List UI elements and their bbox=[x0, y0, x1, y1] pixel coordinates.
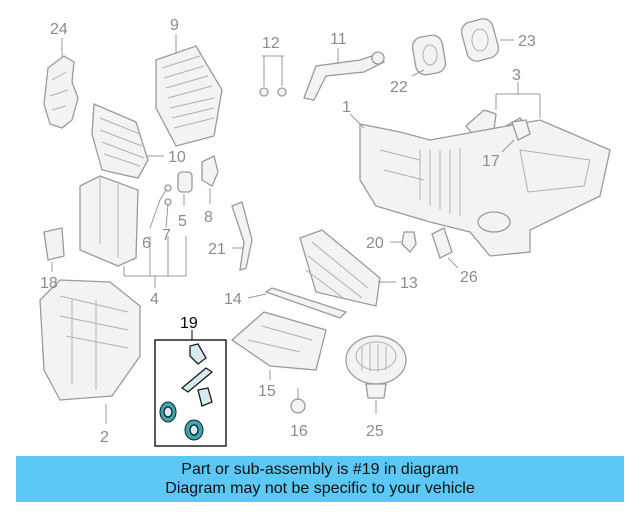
part-26-connector bbox=[431, 227, 459, 269]
part-25-blower-motor bbox=[345, 335, 407, 414]
callout-20: 20 bbox=[366, 235, 384, 252]
part-6-7-wires bbox=[149, 184, 172, 229]
callout-12: 12 bbox=[262, 35, 280, 52]
part-15-cover-panel bbox=[230, 311, 327, 380]
callout-8: 8 bbox=[204, 209, 213, 226]
part-10-heater-core bbox=[91, 103, 164, 179]
banner-line-1: Part or sub-assembly is #19 in diagram bbox=[181, 461, 459, 478]
callout-7: 7 bbox=[162, 227, 171, 244]
callout-24: 24 bbox=[50, 21, 68, 38]
part-12-clips bbox=[259, 55, 287, 97]
part-9-evaporator bbox=[155, 34, 223, 147]
part-4-cabin-filter-housing bbox=[79, 175, 187, 288]
callout-26: 26 bbox=[460, 269, 478, 286]
callout-labels: 24 9 12 11 23 22 3 1 10 17 8 5 6 7 21 20… bbox=[40, 17, 536, 446]
part-5-sensor bbox=[177, 171, 193, 206]
part-22-gasket bbox=[411, 34, 447, 77]
callout-13: 13 bbox=[400, 275, 418, 292]
part-14-seal-strip bbox=[247, 287, 348, 319]
part-8-sensor bbox=[201, 155, 219, 204]
info-banner: Part or sub-assembly is #19 in diagram D… bbox=[16, 456, 624, 502]
part-24-bracket bbox=[43, 38, 79, 129]
banner-line-2: Diagram may not be specific to your vehi… bbox=[165, 480, 475, 497]
part-11-ac-line bbox=[303, 48, 385, 101]
part-1-hvac-housing bbox=[349, 113, 611, 257]
part-17-actuator bbox=[501, 119, 531, 153]
callout-14: 14 bbox=[224, 291, 242, 308]
callout-6: 6 bbox=[142, 235, 151, 252]
callout-2: 2 bbox=[100, 429, 109, 446]
callout-1: 1 bbox=[342, 99, 351, 116]
callout-25: 25 bbox=[366, 423, 384, 440]
callout-17: 17 bbox=[482, 153, 500, 170]
callout-22: 22 bbox=[390, 79, 408, 96]
callout-21: 21 bbox=[208, 241, 226, 258]
parts-diagram: 24 9 12 11 23 22 3 1 10 17 8 5 6 7 21 20… bbox=[39, 17, 611, 447]
callout-15: 15 bbox=[258, 383, 276, 400]
part-19-actuator-kit bbox=[154, 330, 227, 447]
part-21-hose bbox=[231, 201, 253, 271]
part-23-seal bbox=[460, 18, 514, 62]
callout-3: 3 bbox=[512, 67, 521, 84]
part-16-bolt bbox=[290, 388, 306, 414]
part-20-sensor bbox=[390, 231, 417, 253]
callout-9: 9 bbox=[170, 17, 179, 34]
part-13-cabin-filter bbox=[299, 229, 396, 307]
callout-4: 4 bbox=[150, 291, 159, 308]
callout-16: 16 bbox=[290, 423, 308, 440]
part-2-lower-housing bbox=[39, 279, 141, 424]
callout-5: 5 bbox=[178, 213, 187, 230]
part-18-clip bbox=[43, 227, 65, 272]
callout-18: 18 bbox=[40, 275, 58, 292]
callout-23: 23 bbox=[518, 33, 536, 50]
callout-10: 10 bbox=[168, 149, 186, 166]
callout-11: 11 bbox=[330, 31, 347, 48]
callout-19: 19 bbox=[180, 315, 198, 332]
